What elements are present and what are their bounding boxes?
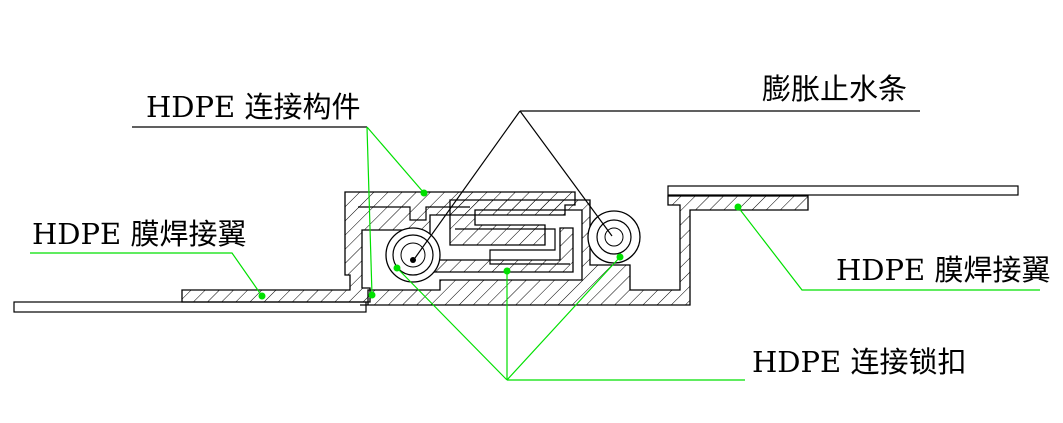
waterstop-leaders <box>414 110 920 259</box>
label-connector-lock: HDPE 连接锁扣 <box>752 345 966 379</box>
left-waterstop-core <box>400 242 426 268</box>
right-waterstop-ring <box>596 219 632 255</box>
right-hdpe-membrane <box>667 185 1019 196</box>
label-connector-member: HDPE 连接构件 <box>146 90 360 124</box>
label-weld-flange-right: HDPE 膜焊接翼 <box>836 253 1050 287</box>
leader-endpoint-dots <box>258 189 742 300</box>
green-leaders <box>30 126 1040 381</box>
left-core-dot <box>410 257 416 263</box>
label-weld-flange-left: HDPE 膜焊接翼 <box>32 217 246 251</box>
left-hdpe-membrane <box>13 301 367 313</box>
label-waterstop-strip: 膨胀止水条 <box>762 72 907 106</box>
right-connector-body <box>360 195 809 306</box>
s-channel-outline <box>358 206 570 265</box>
left-waterstop-ring <box>392 234 434 276</box>
